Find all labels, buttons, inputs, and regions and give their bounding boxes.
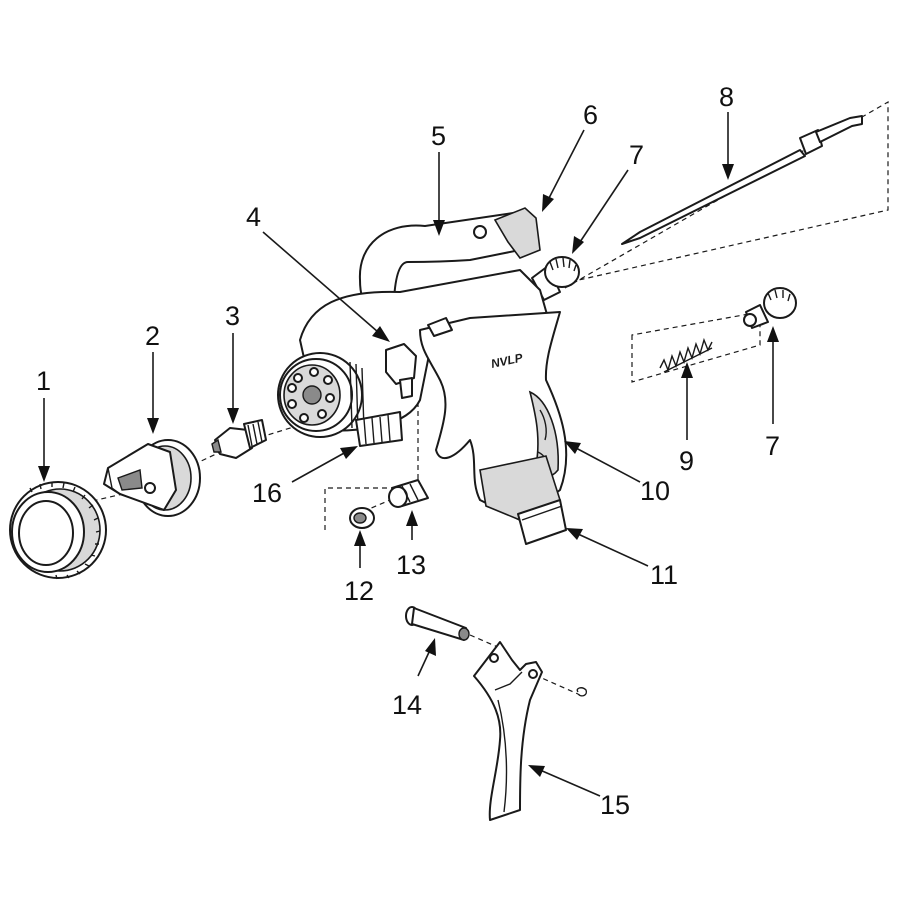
callout-labels: 1 2 3 4 5 6 7 8 9 7 10 11 12 13 14 15 16 bbox=[36, 82, 780, 820]
part-12-small-nut bbox=[349, 507, 375, 529]
part-2-air-cap bbox=[103, 439, 201, 517]
part-1-retaining-ring bbox=[9, 481, 107, 580]
part-9-spring bbox=[659, 337, 713, 373]
part-14-trigger-pin bbox=[405, 606, 588, 697]
callout-1: 1 bbox=[36, 366, 51, 396]
brand-text: NVLP bbox=[490, 350, 525, 371]
leader-lines bbox=[38, 112, 779, 797]
part-8-fluid-needle bbox=[621, 115, 863, 245]
part-7-fluid-knob-upper bbox=[531, 256, 580, 301]
callout-7-lower: 7 bbox=[765, 431, 780, 461]
callout-3: 3 bbox=[225, 301, 240, 331]
callout-16: 16 bbox=[252, 478, 282, 508]
part-15-trigger bbox=[473, 641, 543, 821]
callout-10: 10 bbox=[640, 476, 670, 506]
part-13-fitting bbox=[388, 479, 429, 508]
callout-4: 4 bbox=[246, 202, 261, 232]
part-7-spreader-knob-lower bbox=[743, 287, 797, 329]
callout-12: 12 bbox=[344, 576, 374, 606]
callout-5: 5 bbox=[431, 121, 446, 151]
callout-14: 14 bbox=[392, 690, 422, 720]
part-3-fluid-nozzle bbox=[211, 419, 267, 459]
callout-9: 9 bbox=[679, 446, 694, 476]
callout-2: 2 bbox=[145, 321, 160, 351]
callout-7-upper: 7 bbox=[629, 140, 644, 170]
callout-11: 11 bbox=[650, 560, 678, 590]
callout-13: 13 bbox=[396, 550, 426, 580]
gun-body: NVLP bbox=[277, 207, 568, 545]
callout-6: 6 bbox=[583, 100, 598, 130]
callout-8: 8 bbox=[719, 82, 734, 112]
callout-15: 15 bbox=[600, 790, 630, 820]
